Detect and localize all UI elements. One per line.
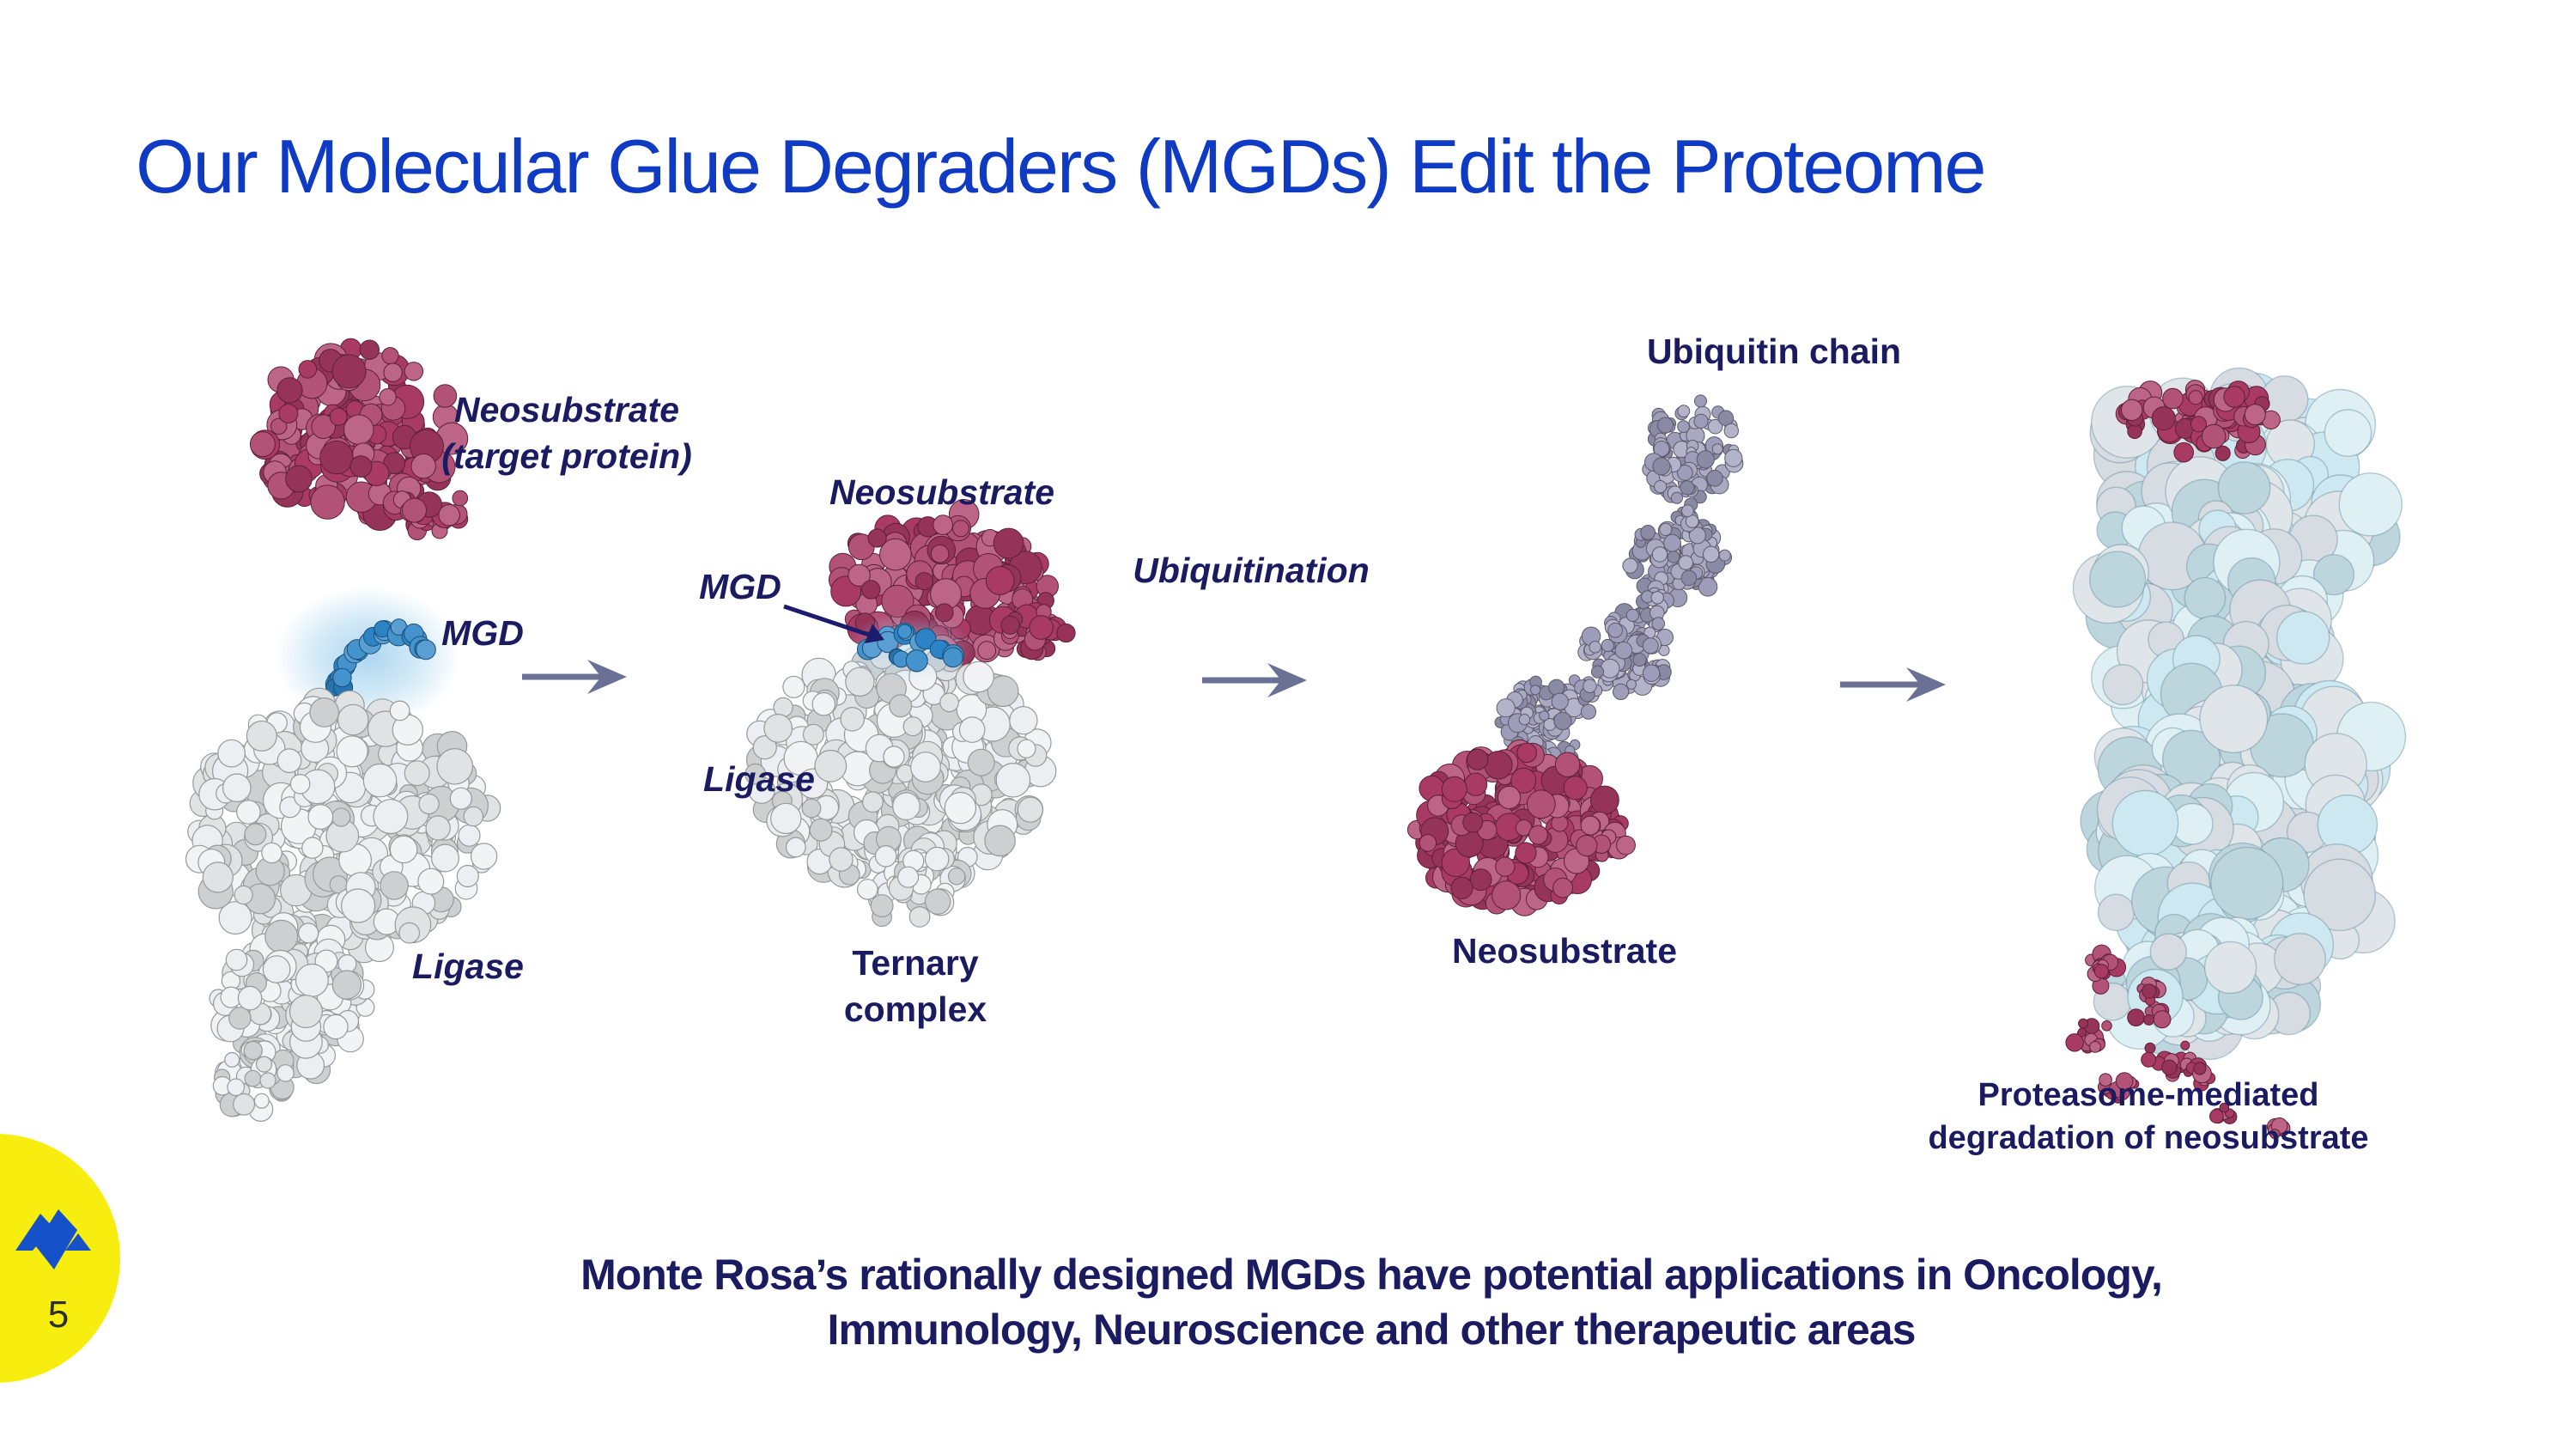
label-neosubstrate-stage2: Neosubstrate [829, 472, 1055, 512]
flow-arrow-icon [1202, 663, 1307, 697]
label-neosubstrate-stage3: Neosubstrate [1451, 931, 1678, 971]
proteasome [2072, 367, 2407, 1060]
slide-title: Our Molecular Glue Degraders (MGDs) Edit… [136, 123, 1986, 209]
ternary-complex [744, 499, 1076, 928]
neosubstrate-protein [249, 338, 469, 540]
label-ubiquitin-chain: Ubiquitin chain [1646, 332, 1902, 371]
flow-arrow-icon [1840, 667, 1946, 702]
mgd-pointer-arrow-icon [783, 604, 884, 643]
degraded-fragments [2065, 944, 2291, 1140]
label-ligase-stage1: Ligase [412, 947, 524, 986]
label-ubiquitination: Ubiquitination [1133, 551, 1370, 590]
label-neosubstrate-target: Neosubstrate (target protein) [441, 390, 692, 476]
label-proteasome-degradation: Proteasome-mediated degradation of neosu… [1928, 1077, 2369, 1156]
tagline: Monte Rosa’s rationally designed MGDs ha… [580, 1251, 2163, 1354]
label-ternary-complex: Ternary complex [843, 943, 987, 1029]
neosubstrate-entering-proteasome [2115, 380, 2281, 463]
ligase-protein [185, 687, 501, 1123]
ubiquitin-chain [1494, 394, 1744, 788]
label-ligase-stage2: Ligase [703, 759, 815, 799]
neosubstrate-ubiquitinated [1406, 740, 1636, 916]
monte-rosa-logo-icon [15, 1209, 91, 1269]
flow-arrow-icon [522, 660, 627, 694]
label-mgd-stage1: MGD [441, 613, 524, 653]
label-mgd-stage2: MGD [699, 567, 781, 606]
page-number: 5 [47, 1294, 70, 1336]
